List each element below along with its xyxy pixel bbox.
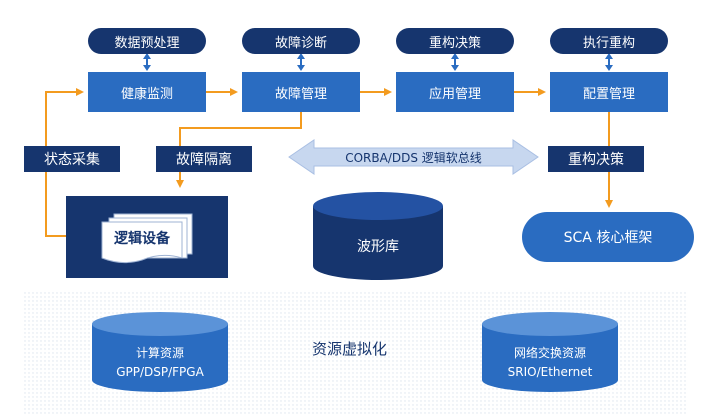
state-collect-label: 状态采集 — [24, 146, 120, 172]
pill-data-preprocess: 数据预处理 — [88, 28, 206, 54]
compute-resources-text: 计算资源 GPP/DSP/FPGA — [92, 344, 228, 382]
compute-resources-detail: GPP/DSP/FPGA — [116, 365, 204, 379]
fault-isolation-label: 故障隔离 — [156, 146, 252, 172]
module-application-management: 应用管理 — [396, 72, 514, 112]
logic-device-label: 逻辑设备 — [114, 231, 170, 247]
module-config-management: 配置管理 — [550, 72, 668, 112]
pill-fault-diagnosis: 故障诊断 — [242, 28, 360, 54]
module-health-monitoring: 健康监测 — [88, 72, 206, 112]
waveform-cylinder — [313, 192, 443, 280]
bus-label: CORBA/DDS 逻辑软总线 — [345, 150, 482, 165]
network-resources-text: 网络交换资源 SRIO/Ethernet — [482, 344, 618, 382]
waveform-library-label: 波形库 — [357, 239, 399, 255]
compute-resources-name: 计算资源 — [135, 346, 184, 360]
virtualization-title: 资源虚拟化 — [312, 340, 388, 358]
pill-reconfig-decision: 重构决策 — [396, 28, 514, 54]
pill-execute-reconfig: 执行重构 — [550, 28, 668, 54]
bus-arrow — [288, 139, 539, 175]
pill-module-links — [143, 53, 613, 71]
reconfig-decision-label: 重构决策 — [548, 146, 644, 172]
sca-framework-label: SCA 核心框架 — [563, 230, 653, 246]
network-resources-name: 网络交换资源 — [513, 346, 586, 360]
compute-cylinder — [92, 312, 228, 392]
module-fault-management: 故障管理 — [242, 72, 360, 112]
network-resources-detail: SRIO/Ethernet — [507, 365, 593, 379]
network-cylinder — [482, 312, 618, 392]
sca-capsule — [522, 212, 694, 262]
